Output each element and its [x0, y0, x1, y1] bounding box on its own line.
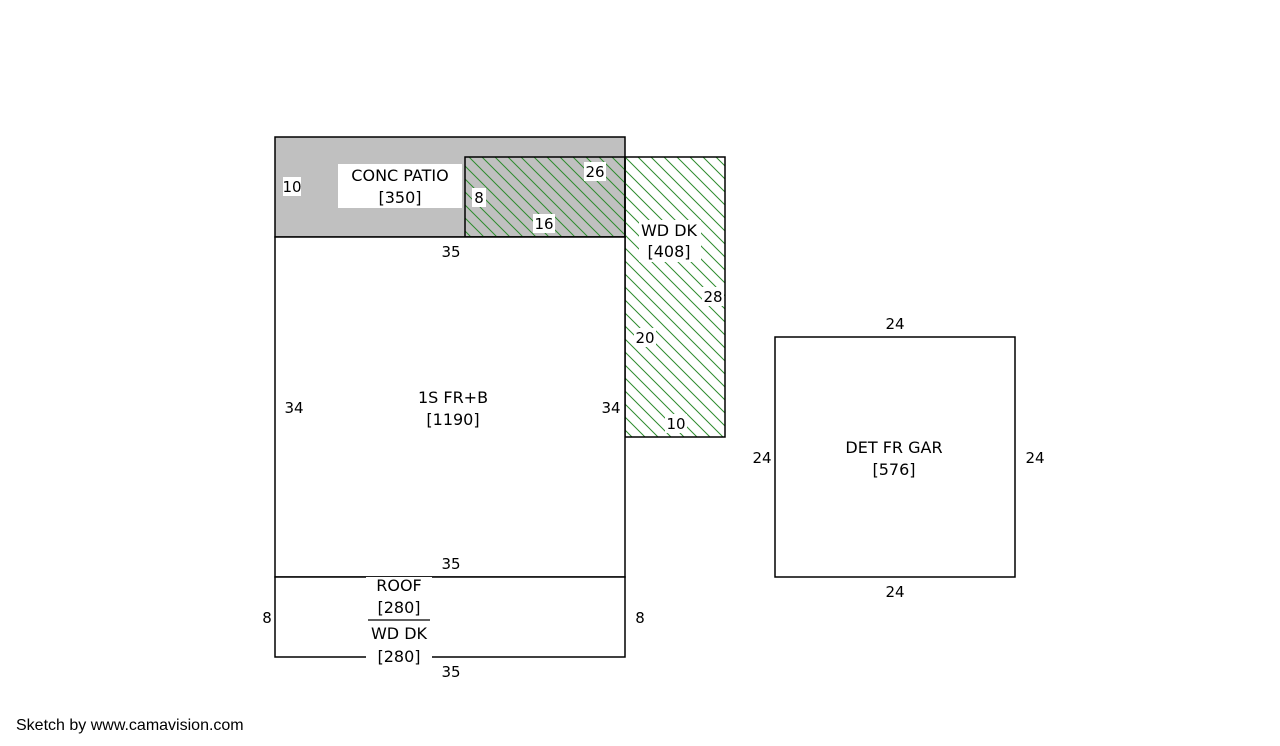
wd-dk-side-name: WD DK — [641, 221, 698, 240]
wd-dk-side-label-bg — [639, 220, 701, 262]
dim-patio-left: 10 — [282, 178, 301, 196]
conc-patio-area-value: [350] — [378, 188, 421, 207]
dim-patio-deck-top: 26 — [585, 163, 604, 181]
dim-deck-left: 20 — [635, 329, 654, 347]
dim-patio-deck-bottom: 16 — [534, 215, 553, 233]
roof-deck-label-bg — [366, 577, 432, 665]
dim-deck-right: 28 — [703, 288, 722, 306]
conc-patio-name: CONC PATIO — [351, 166, 448, 185]
dim-deck-bottom: 10 — [666, 415, 685, 433]
garage-name: DET FR GAR — [845, 438, 942, 457]
dim-garage-left: 24 — [752, 449, 771, 467]
roof-name: ROOF — [376, 576, 422, 595]
wd-dk-side-area-value: [408] — [647, 242, 690, 261]
garage-area-value: [576] — [872, 460, 915, 479]
dim-house-left: 34 — [284, 399, 303, 417]
dim-front-bottom: 35 — [441, 663, 460, 681]
dim-patio-inner-left: 8 — [474, 189, 484, 207]
house-area-value: [1190] — [426, 410, 479, 429]
wd-dk-front-name: WD DK — [371, 624, 428, 643]
dim-house-bottom: 35 — [441, 555, 460, 573]
dim-garage-right: 24 — [1025, 449, 1044, 467]
dim-front-left: 8 — [262, 609, 272, 627]
house-name: 1S FR+B — [418, 388, 488, 407]
dim-front-right: 8 — [635, 609, 645, 627]
dim-garage-bottom: 24 — [885, 583, 904, 601]
sketch-credit: Sketch by www.camavision.com — [16, 717, 244, 734]
dim-house-right: 34 — [601, 399, 620, 417]
conc-patio-label-bg — [338, 164, 462, 208]
house-area — [274, 236, 626, 578]
dim-house-top: 35 — [441, 243, 460, 261]
roof-area-value: [280] — [377, 598, 420, 617]
garage-area — [774, 336, 1016, 578]
dim-garage-top: 24 — [885, 315, 904, 333]
front-roof-deck-area — [274, 576, 626, 658]
wd-dk-front-area-value: [280] — [377, 647, 420, 666]
dimension-labels: 10 8 26 16 35 34 34 35 28 20 10 24 24 24… — [262, 162, 1045, 681]
